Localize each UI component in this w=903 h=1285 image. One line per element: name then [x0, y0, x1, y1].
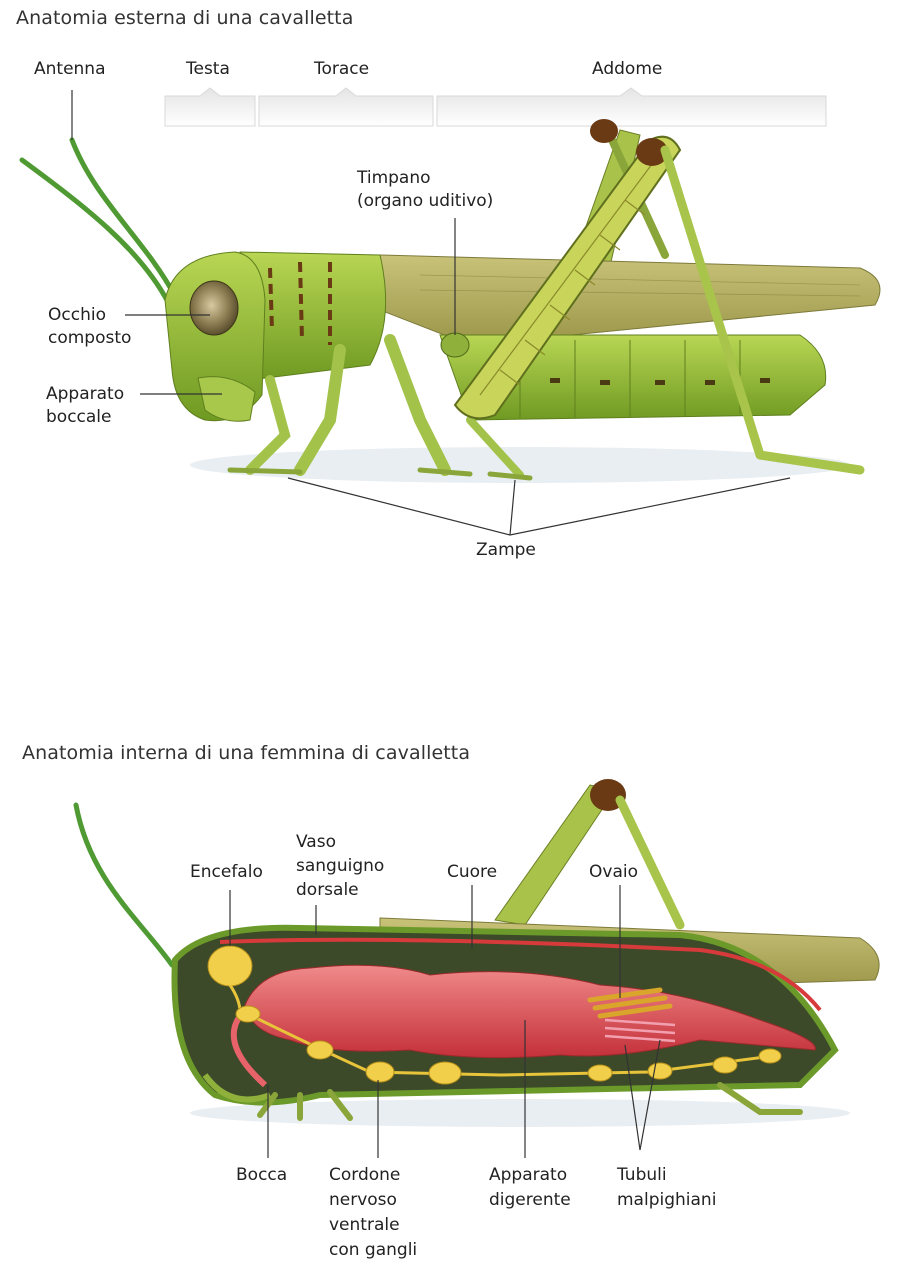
torace-band — [258, 87, 434, 127]
label-cordone-line3: ventrale — [329, 1215, 400, 1235]
label-tubuli-line1: Tubuli — [617, 1165, 667, 1185]
head-shape — [164, 251, 266, 422]
mouthparts-shape — [197, 376, 256, 422]
testa-band — [164, 87, 256, 127]
label-vaso-line2: sanguigno — [296, 856, 385, 876]
label-vaso-line3: dorsale — [296, 880, 359, 900]
label-cuore: Cuore — [447, 862, 498, 882]
label-zampe: Zampe — [476, 540, 536, 560]
ganglion — [365, 1061, 395, 1083]
dorsal-vessel — [219, 937, 822, 1012]
label-timpano-line2: (organo uditivo) — [357, 191, 494, 211]
ganglion — [587, 1064, 613, 1082]
label-antenna: Antenna — [34, 59, 106, 79]
ovary-shape — [587, 987, 673, 1019]
digestive-tract — [244, 964, 816, 1059]
label-apparato-boccale-line1: Apparato — [46, 384, 125, 404]
label-timpano-line1: Timpano — [357, 168, 431, 188]
internal-title: Anatomia interna di una femmina di caval… — [22, 742, 471, 764]
label-tubuli-line2: malpighiani — [617, 1190, 717, 1210]
label-ovaio: Ovaio — [589, 862, 638, 882]
label-bocca: Bocca — [236, 1165, 288, 1185]
label-vaso-line1: Vaso — [296, 832, 336, 852]
label-torace: Torace — [314, 59, 370, 79]
ganglion — [712, 1056, 738, 1074]
label-apparato-boccale-line2: boccale — [46, 407, 112, 427]
label-cordone-line1: Cordone — [329, 1165, 401, 1185]
label-digerente-line1: Apparato — [489, 1165, 568, 1185]
label-cordone-line2: nervoso — [329, 1190, 397, 1210]
label-addome: Addome — [592, 59, 663, 79]
compound-eye — [189, 280, 239, 336]
label-testa: Testa — [186, 59, 230, 79]
antenna-shape — [19, 157, 171, 305]
ganglion — [235, 1005, 261, 1023]
ganglion — [758, 1048, 782, 1064]
wing-shape — [379, 254, 881, 346]
external-anatomy-illustration — [19, 87, 881, 536]
brain-shape — [207, 945, 253, 987]
ganglion — [306, 1040, 334, 1060]
ganglion — [428, 1061, 462, 1085]
thorax-shape — [234, 251, 387, 381]
label-occhio-line1: Occhio — [48, 305, 106, 325]
tympanum-shape — [440, 332, 470, 358]
addome-band — [436, 87, 827, 127]
ganglion — [647, 1062, 673, 1080]
external-title: Anatomia esterna di una cavalletta — [16, 7, 354, 29]
label-encefalo: Encefalo — [190, 862, 263, 882]
label-occhio-line2: composto — [48, 328, 132, 348]
internal-anatomy-illustration — [73, 779, 880, 1158]
label-cordone-line4: con gangli — [329, 1240, 418, 1260]
malpighian-tubules-shape — [604, 1018, 676, 1043]
label-digerente-line2: digerente — [489, 1190, 571, 1210]
